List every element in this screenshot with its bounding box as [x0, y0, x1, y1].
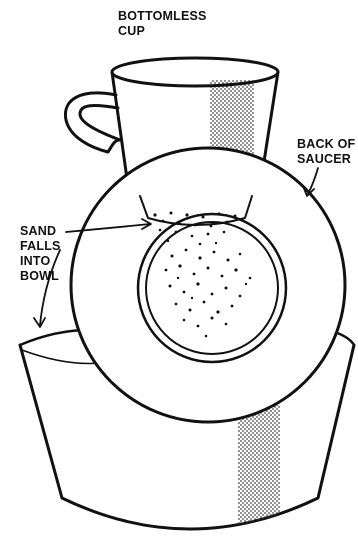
label-falls: FALLS — [20, 239, 61, 253]
label-sand: SAND — [20, 224, 56, 238]
label-into: INTO — [20, 254, 51, 268]
label-back-of-saucer: BACK OF SAUCER — [297, 137, 356, 166]
label-bottomless-cup: BOTTOMLESS CUP — [118, 9, 207, 38]
label-cup: CUP — [118, 24, 145, 38]
label-bottomless: BOTTOMLESS — [118, 9, 207, 23]
label-sand-falls-into-bowl: SAND FALLS INTO BOWL — [20, 224, 61, 283]
label-back-of: BACK OF — [297, 137, 356, 151]
label-saucer: SAUCER — [297, 152, 351, 166]
cup-handle — [65, 93, 120, 152]
label-bowl: BOWL — [20, 269, 59, 283]
